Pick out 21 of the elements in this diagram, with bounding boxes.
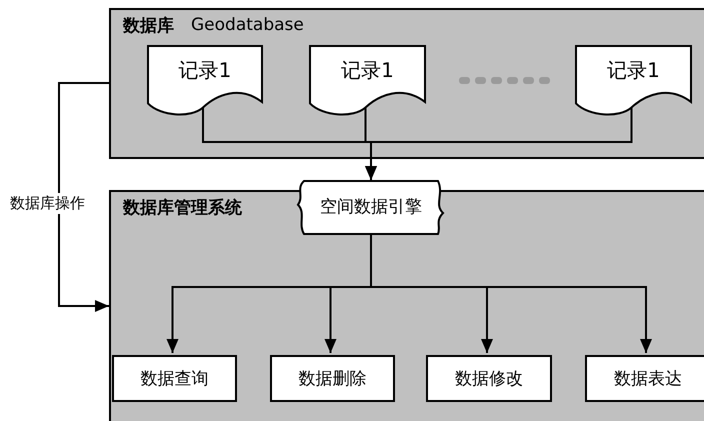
- arrow: [370, 235, 652, 353]
- record-label: 记录1: [340, 57, 395, 84]
- process-label: 数据表达: [613, 368, 683, 390]
- engine-label: 空间数据引擎: [319, 196, 423, 218]
- panel-title: 数据库: [123, 15, 174, 37]
- edge-label: 数据库操作: [8, 192, 87, 214]
- record-label: 记录1: [178, 57, 232, 84]
- panel-title: 数据库管理系统: [123, 197, 242, 219]
- process-label: 数据查询: [140, 368, 210, 390]
- database-panel: [109, 8, 704, 159]
- process-box: [270, 355, 395, 402]
- arrow: [58, 82, 109, 312]
- panel-subtitle: Geodatabase: [191, 15, 304, 35]
- dbms-panel: [109, 190, 704, 421]
- process-label: 数据修改: [454, 368, 524, 390]
- record-label: 记录1: [606, 57, 661, 84]
- process-box: [112, 355, 237, 402]
- process-label: 数据删除: [298, 368, 368, 390]
- arrow: [365, 107, 632, 180]
- process-box: [426, 355, 552, 402]
- process-box: [585, 355, 704, 402]
